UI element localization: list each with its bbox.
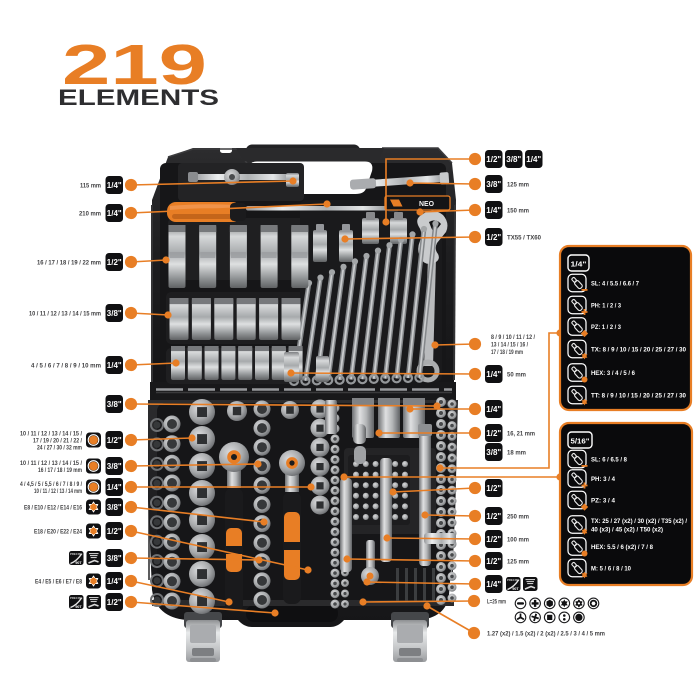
svg-text:1/2": 1/2" <box>486 535 501 544</box>
svg-text:HEX: 5.5 / 6 (x2) / 7 / 8: HEX: 5.5 / 6 (x2) / 7 / 8 <box>591 544 653 551</box>
svg-text:3/8": 3/8" <box>506 155 521 164</box>
svg-text:16, 21 mm: 16, 21 mm <box>507 430 535 437</box>
svg-text:1/4": 1/4" <box>486 370 501 379</box>
svg-text:SL: 4 / 5.5 / 6.6 / 7: SL: 4 / 5.5 / 6.6 / 7 <box>591 280 639 287</box>
svg-text:40 (x3) / 45 (x2) / T50 (x2): 40 (x3) / 45 (x2) / T50 (x2) <box>591 526 663 533</box>
svg-text:1.27 (x2) / 1.5 (x2) / 2 (x2): 1.27 (x2) / 1.5 (x2) / 2 (x2) / 2.5 / 3 … <box>487 630 605 637</box>
svg-text:TX: 8 / 9 / 10 / 15 / 20 / 25: TX: 8 / 9 / 10 / 15 / 20 / 25 / 27 / 30 <box>591 346 686 353</box>
svg-text:8 / 9 / 10 / 11 / 12 /: 8 / 9 / 10 / 11 / 12 / <box>491 334 535 341</box>
svg-text:17 / 18 / 19 mm: 17 / 18 / 19 mm <box>491 349 523 356</box>
svg-text:150 mm: 150 mm <box>507 207 529 214</box>
svg-text:PH: 3 / 4: PH: 3 / 4 <box>591 476 615 483</box>
svg-text:4 / 5 / 6 / 7 / 8 / 9 / 10 mm: 4 / 5 / 6 / 7 / 8 / 9 / 10 mm <box>31 362 101 369</box>
svg-text:10 / 11 / 12 / 13 / 14 / 15 /: 10 / 11 / 12 / 13 / 14 / 15 / <box>20 430 82 437</box>
svg-text:E18 / E20 / E22 / E24: E18 / E20 / E22 / E24 <box>34 528 82 535</box>
svg-text:1/2": 1/2" <box>107 258 122 267</box>
svg-text:18 mm: 18 mm <box>507 449 526 456</box>
svg-text:E8 / E10 / E12 / E14 / E16: E8 / E10 / E12 / E14 / E16 <box>24 504 82 511</box>
svg-text:250 mm: 250 mm <box>507 513 529 520</box>
svg-text:PRECISE: PRECISE <box>70 552 82 556</box>
svg-text:1/2": 1/2" <box>107 436 122 445</box>
svg-text:5/16": 5/16" <box>571 437 590 446</box>
svg-text:13 / 14 / 15 / 16 /: 13 / 14 / 15 / 16 / <box>491 341 528 348</box>
svg-text:1/2": 1/2" <box>486 155 501 164</box>
svg-text:3/8": 3/8" <box>486 180 501 189</box>
svg-text:1/4": 1/4" <box>486 580 501 589</box>
svg-text:1/4": 1/4" <box>107 361 122 370</box>
svg-text:16 / 17 / 18 / 19 / 22 mm: 16 / 17 / 18 / 19 / 22 mm <box>37 259 101 266</box>
svg-text:16 / 17 / 18 / 19 mm: 16 / 17 / 18 / 19 mm <box>38 467 82 474</box>
svg-text:ELEMENTS: ELEMENTS <box>58 85 219 110</box>
svg-text:1/4": 1/4" <box>107 209 122 218</box>
svg-text:1/2": 1/2" <box>107 598 122 607</box>
svg-text:1/4": 1/4" <box>486 405 501 414</box>
svg-text:E4 / E5 / E6 / E7 / E8: E4 / E5 / E6 / E7 / E8 <box>35 578 82 585</box>
svg-text:10 / 11 / 12 / 13 / 14 / 15 /: 10 / 11 / 12 / 13 / 14 / 15 / <box>20 460 82 467</box>
svg-text:PZ: 3 / 4: PZ: 3 / 4 <box>591 497 615 504</box>
svg-text:125 mm: 125 mm <box>507 558 529 565</box>
svg-text:3/8": 3/8" <box>107 462 122 471</box>
svg-text:10 / 11 / 12 / 13 / 14 / 15 mm: 10 / 11 / 12 / 13 / 14 / 15 mm <box>29 310 101 317</box>
svg-text:100 mm: 100 mm <box>507 536 529 543</box>
svg-text:1/4": 1/4" <box>486 206 501 215</box>
svg-text:PRECISE: PRECISE <box>70 596 82 600</box>
svg-text:NEO: NEO <box>419 201 435 208</box>
svg-text:3/8": 3/8" <box>107 309 122 318</box>
svg-text:PZ: 1 / 2 / 3: PZ: 1 / 2 / 3 <box>591 324 621 331</box>
svg-text:TT: 8 / 9 / 10 / 15 / 20 / 25: TT: 8 / 9 / 10 / 15 / 20 / 25 / 27 / 30 <box>591 392 686 399</box>
svg-text:24 / 27 / 30 / 32 mm: 24 / 27 / 30 / 32 mm <box>37 444 82 451</box>
svg-text:L=25 mm: L=25 mm <box>487 598 506 605</box>
svg-text:219: 219 <box>62 33 207 97</box>
svg-text:1/4": 1/4" <box>571 260 587 269</box>
svg-text:90T: 90T <box>75 561 82 565</box>
svg-text:210 mm: 210 mm <box>79 210 101 217</box>
svg-text:90T: 90T <box>512 587 519 591</box>
svg-text:1/2": 1/2" <box>486 429 501 438</box>
svg-text:10 / 11 / 12 / 13 / 14 mm: 10 / 11 / 12 / 13 / 14 mm <box>34 488 82 495</box>
svg-text:HEX: 3 / 4 / 5 / 6: HEX: 3 / 4 / 5 / 6 <box>591 370 635 377</box>
svg-text:1/4": 1/4" <box>107 181 122 190</box>
svg-text:TX: 25 / 27 (x2) / 30 (x2) / T: TX: 25 / 27 (x2) / 30 (x2) / T35 (x2) / <box>591 518 687 525</box>
svg-text:1/4": 1/4" <box>526 155 541 164</box>
svg-text:PRECISE: PRECISE <box>507 578 519 582</box>
svg-text:M: 5 / 6 / 8 / 10: M: 5 / 6 / 8 / 10 <box>591 565 631 572</box>
svg-text:3/8": 3/8" <box>486 448 501 457</box>
svg-text:4 / 4,5 / 5 / 5,5 / 6 / 7 / 8: 4 / 4,5 / 5 / 5,5 / 6 / 7 / 8 / 9 / <box>20 481 82 488</box>
svg-text:115 mm: 115 mm <box>80 182 101 189</box>
svg-text:1/2": 1/2" <box>486 233 501 242</box>
svg-text:3/8": 3/8" <box>107 400 122 409</box>
svg-text:90T: 90T <box>75 605 82 609</box>
svg-text:50 mm: 50 mm <box>507 371 526 378</box>
svg-text:1/2": 1/2" <box>486 557 501 566</box>
svg-text:1/4": 1/4" <box>107 577 122 586</box>
svg-text:3/8": 3/8" <box>107 503 122 512</box>
svg-text:SL: 6 / 6.5 / 8: SL: 6 / 6.5 / 8 <box>591 456 627 463</box>
svg-text:3/8": 3/8" <box>107 554 122 563</box>
svg-text:1/2": 1/2" <box>486 512 501 521</box>
svg-text:PH: 1 / 2 / 3: PH: 1 / 2 / 3 <box>591 302 621 309</box>
svg-text:TX55 / TX60: TX55 / TX60 <box>507 234 541 241</box>
svg-text:17 / 19 / 20 / 21 / 22 /: 17 / 19 / 20 / 21 / 22 / <box>33 437 82 444</box>
svg-text:1/2": 1/2" <box>107 527 122 536</box>
svg-text:1/2": 1/2" <box>486 484 501 493</box>
svg-text:125 mm: 125 mm <box>507 181 529 188</box>
svg-text:1/4": 1/4" <box>107 483 122 492</box>
